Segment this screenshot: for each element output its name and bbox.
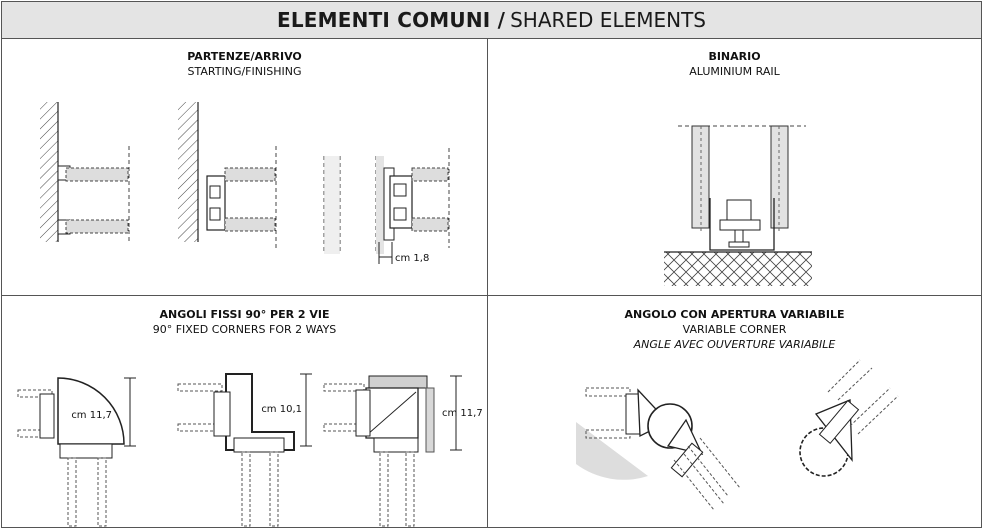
start-panel-detail-3: cm 1,8	[323, 148, 450, 264]
dimension-label: cm 10,1	[261, 404, 302, 415]
dimension-label: cm 11,7	[71, 410, 112, 421]
panel-title-block: BINARIO ALUMINIUM RAIL	[488, 49, 981, 79]
panel-title-block: ANGOLO CON APERTURA VARIABILE VARIABLE C…	[488, 307, 981, 352]
panel-title-block: ANGOLI FISSI 90° PER 2 VIE 90° FIXED COR…	[2, 307, 487, 337]
corner-square: cm 10,1	[177, 373, 312, 527]
panel-title-block: PARTENZE/ARRIVO STARTING/FINISHING	[2, 49, 487, 79]
corner-chamfered: cm 11,7	[323, 375, 483, 527]
variable-corner-drawing	[576, 359, 899, 511]
panel-subtitle: ALUMINIUM RAIL	[689, 65, 780, 78]
starting-finishing-drawing: cm 1,8	[40, 102, 450, 264]
panel-title: ANGOLO CON APERTURA VARIABILE	[624, 308, 845, 321]
header-title-bold: ELEMENTI COMUNI /	[277, 8, 506, 32]
panel-title: BINARIO	[708, 50, 761, 63]
variable-corner-open	[576, 387, 741, 511]
start-wall-detail-1	[40, 102, 130, 243]
fixed-corners-drawing: cm 11,7 cm 10,1	[17, 373, 483, 527]
panel-title: PARTENZE/ARRIVO	[187, 50, 302, 63]
variable-corner-closed	[799, 359, 899, 477]
sheet-header: ELEMENTI COMUNI / SHARED ELEMENTS	[2, 2, 981, 39]
aluminium-rail-drawing	[664, 125, 812, 286]
panel-subtitle: STARTING/FINISHING	[187, 65, 302, 78]
header-title-normal: SHARED ELEMENTS	[510, 8, 706, 32]
panel-variable-corner: ANGOLO CON APERTURA VARIABILE VARIABLE C…	[488, 296, 981, 527]
panel-subtitle: VARIABLE CORNER	[682, 323, 787, 336]
panel-fixed-corners: ANGOLI FISSI 90° PER 2 VIE 90° FIXED COR…	[2, 296, 488, 527]
panel-starting-finishing: PARTENZE/ARRIVO STARTING/FINISHING	[2, 38, 488, 296]
corner-rounded: cm 11,7	[17, 377, 136, 527]
dimension-label: cm 1,8	[395, 253, 429, 264]
panel-subtitle-italic: ANGLE AVEC OUVERTURE VARIABILE	[633, 338, 836, 351]
rail-section	[664, 125, 812, 286]
dimension-label: cm 11,7	[442, 408, 483, 419]
panel-aluminium-rail: BINARIO ALUMINIUM RAIL	[488, 38, 981, 296]
panel-title: ANGOLI FISSI 90° PER 2 VIE	[159, 308, 330, 321]
panel-subtitle: 90° FIXED CORNERS FOR 2 WAYS	[152, 323, 337, 336]
start-wall-detail-2	[178, 102, 277, 248]
